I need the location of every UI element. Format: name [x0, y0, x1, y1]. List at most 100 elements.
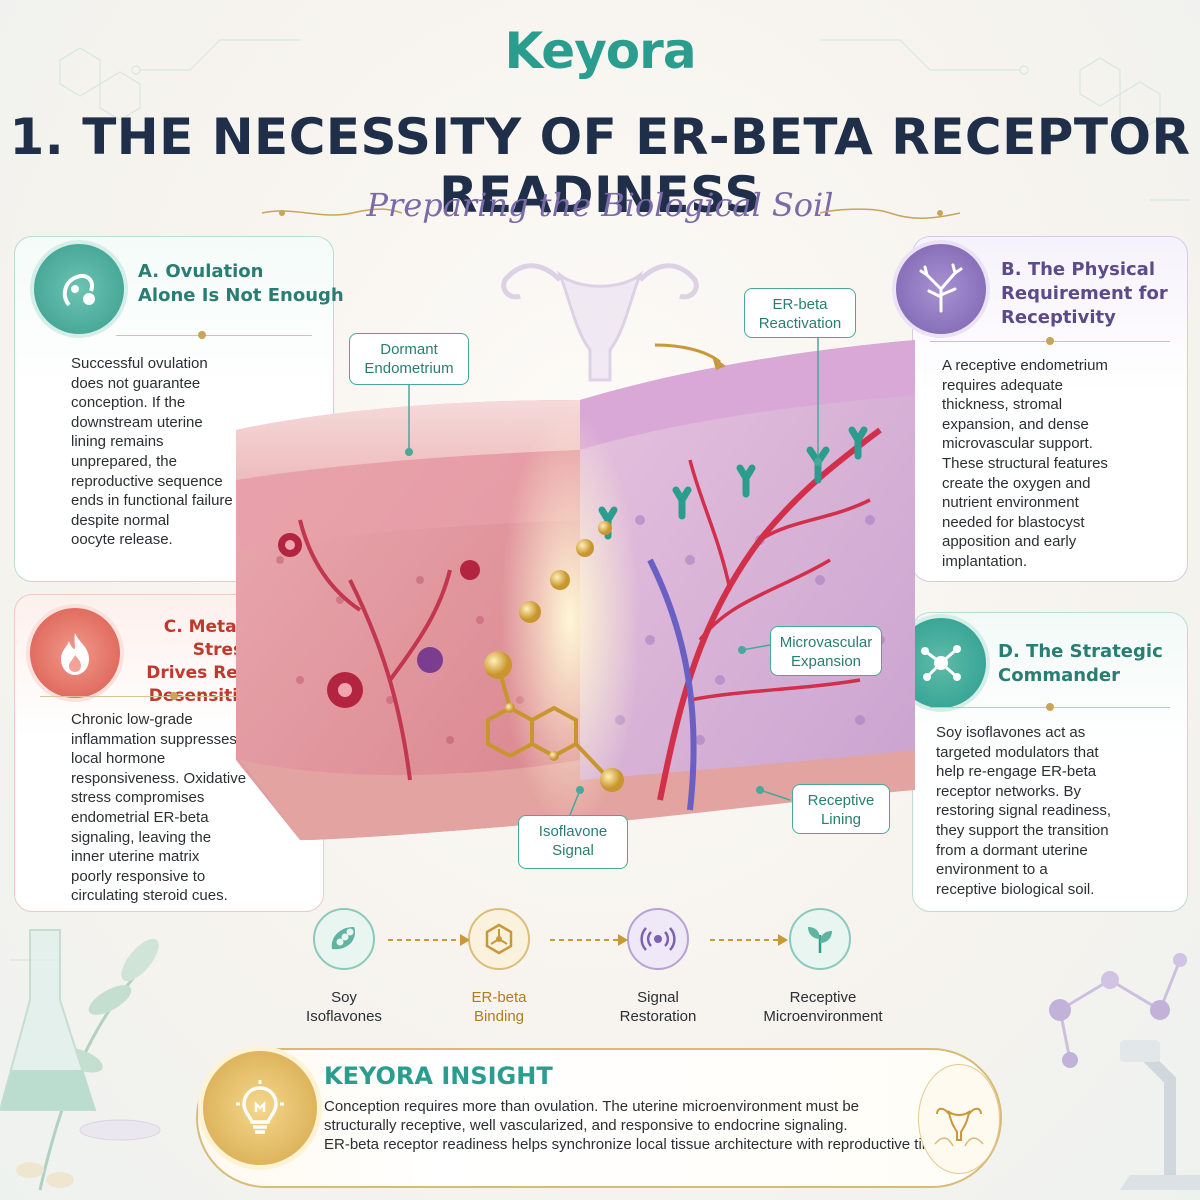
callout-line: Microvascular	[779, 634, 873, 651]
flourish-left-icon	[262, 208, 402, 216]
card-b-line: These structural features	[942, 454, 1108, 472]
insight-emblem	[918, 1064, 1000, 1174]
card-d-line: help re-engage ER-beta	[936, 763, 1097, 781]
card-b-divider-dot	[1046, 337, 1054, 345]
insight-banner	[196, 1048, 1002, 1188]
uterus-emblem-icon	[934, 1107, 984, 1147]
card-b-line: apposition and early	[942, 533, 1077, 551]
flow-step-binding	[468, 908, 530, 970]
flow-label-signal: Signal Restoration	[583, 988, 733, 1026]
insight-line: ER-beta receptor readiness helps synchro…	[324, 1136, 959, 1153]
vessel-branch-icon	[919, 263, 963, 313]
brand-logo-text: Keyora	[504, 22, 696, 80]
card-d-body: Soy isoflavones act as targeted modulato…	[936, 723, 1111, 899]
card-b-line: implantation.	[942, 552, 1028, 570]
card-c-line: endometrial ER-beta	[71, 808, 209, 826]
card-a-heading-line: Alone Is Not Enough	[138, 285, 344, 306]
callout-line: Reactivation	[758, 315, 842, 332]
molecule-hexagon-icon	[485, 923, 513, 955]
flow-label-line: ER-beta	[471, 989, 527, 1006]
card-b-line: expansion, and dense	[942, 415, 1089, 433]
flow-label-line: Binding	[473, 1008, 525, 1025]
signal-waves-icon	[640, 927, 676, 951]
card-b-heading-line: Receptivity	[1001, 307, 1116, 328]
callout-line: ER-beta	[772, 296, 828, 313]
soybean-icon	[331, 927, 356, 950]
card-b-line: requires adequate	[942, 376, 1063, 394]
card-c-body: Chronic low-grade inflammation suppresse…	[71, 710, 246, 906]
insight-body: Conception requires more than ovulation.…	[324, 1097, 959, 1154]
callout-line: Dormant	[380, 341, 438, 358]
insight-title: KEYORA INSIGHT	[324, 1062, 553, 1090]
page-title: 1. THE NECESSITY OF ER-BETA RECEPTOR REA…	[9, 108, 1191, 224]
card-a-line: conception. If the	[71, 394, 186, 412]
card-a-line: does not guarantee	[71, 374, 201, 392]
card-d-line: from a dormant uterine	[936, 841, 1088, 859]
card-a-line: oocyte release.	[71, 531, 173, 549]
flow-step-soy	[313, 908, 375, 970]
flow-label-line: Restoration	[619, 1008, 697, 1025]
card-c-line: inflammation suppresses	[71, 730, 237, 748]
card-b-line: A receptive endometrium	[942, 357, 1108, 374]
callout-line: Receptive	[807, 792, 875, 809]
callout-er-beta-reactivation: ER-beta Reactivation	[744, 288, 856, 338]
card-b-heading-line: B. The Physical	[1001, 259, 1156, 280]
flow-arrows	[388, 934, 788, 946]
card-d-heading-line: D. The Strategic	[998, 641, 1163, 662]
callout-receptive-lining: Receptive Lining	[792, 784, 890, 834]
arrow-right-icon	[618, 934, 628, 946]
card-d-divider-dot	[1046, 703, 1054, 711]
arrow-right-icon	[460, 934, 470, 946]
insight-line: structurally receptive, well vascularize…	[324, 1117, 848, 1134]
card-d-line: receptive biological soil.	[936, 880, 1095, 898]
card-c-divider-dot	[170, 692, 178, 700]
card-b-heading: B. The Physical Requirement for Receptiv…	[1001, 258, 1168, 330]
arrow-right-icon	[778, 934, 788, 946]
card-a-line: despite normal	[71, 511, 170, 529]
card-b-line: create the oxygen and	[942, 474, 1091, 492]
insight-icon-circle	[198, 1046, 322, 1170]
card-b-line: needed for blastocyst	[942, 513, 1085, 531]
card-c-icon-circle	[26, 604, 124, 702]
card-d-heading-line: Commander	[998, 665, 1121, 686]
callout-line: Signal	[552, 842, 594, 859]
flow-label-line: Signal	[637, 989, 679, 1006]
card-b-body: A receptive endometrium requires adequat…	[942, 356, 1108, 572]
callout-dormant-endometrium: Dormant Endometrium	[349, 333, 469, 385]
card-d-line: they support the transition	[936, 821, 1109, 839]
card-b-line: nutrient environment	[942, 494, 1079, 512]
page-subtitle: Preparing the Biological Soil	[366, 186, 834, 224]
flow-label-soy: Soy Isoflavones	[269, 988, 419, 1026]
flame-icon	[61, 633, 89, 675]
flow-step-microenvironment	[789, 908, 851, 970]
card-d-line: Soy isoflavones act as	[936, 724, 1086, 741]
flow-label-line: Soy	[331, 989, 357, 1006]
follicle-icon	[62, 274, 95, 307]
insight-line: Conception requires more than ovulation.…	[324, 1098, 860, 1115]
card-a-divider-dot	[198, 331, 206, 339]
card-a-divider	[116, 335, 312, 336]
callout-isoflavone-signal: Isoflavone Signal	[518, 815, 628, 869]
card-d-line: restoring signal readiness,	[936, 802, 1112, 820]
flow-label-line: Receptive	[789, 989, 857, 1006]
lightbulb-icon	[236, 1080, 284, 1134]
flow-label-line: Microenvironment	[763, 1008, 883, 1025]
card-a-line: reproductive sequence	[71, 472, 223, 490]
callout-line: Expansion	[790, 653, 862, 670]
molecule-network-icon	[921, 645, 961, 681]
card-c-line: signaling, leaving the	[71, 828, 212, 846]
card-a-heading: A. Ovulation Alone Is Not Enough	[138, 260, 344, 308]
card-b-line: microvascular support.	[942, 435, 1093, 453]
card-a-line: lining remains	[71, 433, 164, 451]
flow-label-microenvironment: Receptive Microenvironment	[748, 988, 898, 1026]
card-a-body: Successful ovulation does not guarantee …	[71, 354, 233, 550]
card-c-line: poorly responsive to	[71, 867, 206, 885]
card-a-line: ends in functional failure	[71, 492, 233, 510]
card-b-line: thickness, stromal	[942, 396, 1063, 414]
flow-label-line: Isoflavones	[306, 1008, 382, 1025]
card-d-line: environment to a	[936, 861, 1048, 879]
card-d-line: receptor networks. By	[936, 782, 1082, 800]
card-c-line: responsiveness. Oxidative	[71, 769, 247, 787]
flow-label-binding: ER-beta Binding	[424, 988, 574, 1026]
